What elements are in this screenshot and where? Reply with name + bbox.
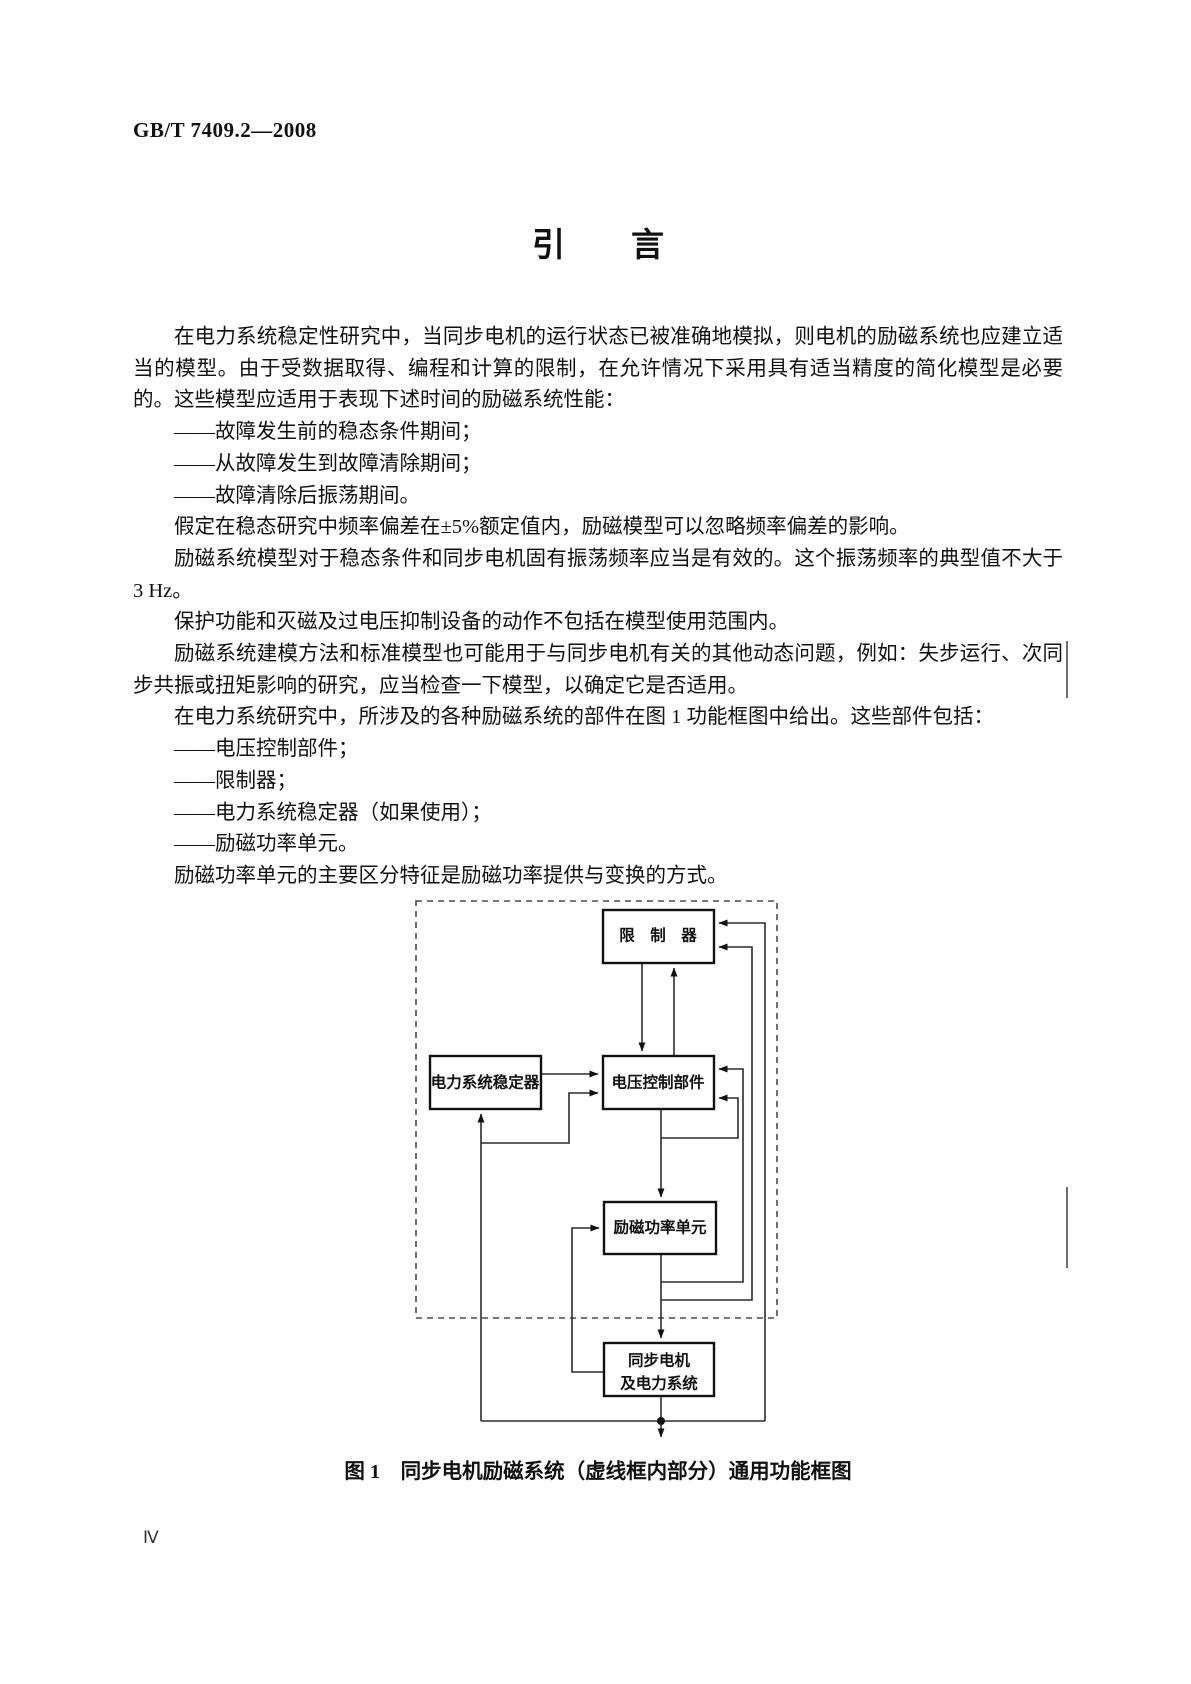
list-item: ——励磁功率单元。 <box>174 833 359 856</box>
connector-vcc-output-feedback <box>661 1094 739 1139</box>
standard-code: GB/T 7409.2—2008 <box>133 118 317 142</box>
list-item: ——故障清除后振荡期间。 <box>174 484 420 507</box>
list-item: ——故障发生前的稳态条件期间； <box>174 421 482 444</box>
connector-terminal-to-epu <box>571 1224 604 1373</box>
connector-field-feedback-to-vcc <box>661 1065 744 1283</box>
paragraph: 励磁系统建模方法和标准模型也可能用于与同步电机有关的其他动态问题，例如：失步运行… <box>133 643 1063 697</box>
paragraph: 保护功能和灭磁及过电压抑制设备的动作不包括在模型使用范围内。 <box>174 611 789 634</box>
sync-machine-label-line2: 及电力系统 <box>620 1374 698 1393</box>
paragraph: 励磁系统模型对于稳态条件和同步电机固有振荡频率应当是有效的。这个振荡频率的典型值… <box>133 547 1063 602</box>
section-title: 引 言 <box>532 228 664 264</box>
limiter-box <box>601 908 716 965</box>
connector-terminal-feedback-to-limiter <box>718 919 766 1421</box>
list-item: ——从故障发生到故障清除期间； <box>174 452 482 475</box>
junction-dot <box>657 1417 665 1425</box>
connector-feedback-to-vcc-left <box>481 1089 599 1144</box>
paragraph: 在电力系统稳定性研究中，当同步电机的运行状态已被准确地模拟，则电机的励磁系统也应… <box>133 326 1063 412</box>
list-item: ——电力系统稳定器（如果使用）； <box>174 801 492 824</box>
sync-machine-box <box>602 1341 716 1398</box>
connector-field-feedback-to-limiter <box>661 943 753 1301</box>
dashed-boundary-box <box>415 900 778 1319</box>
list-item: ——电压控制部件； <box>174 738 359 761</box>
voltage-control-box <box>601 1054 716 1111</box>
excitation-power-box <box>602 1200 718 1256</box>
paragraph: 励磁功率单元的主要区分特征是励磁功率提供与变换的方式。 <box>174 864 728 887</box>
pss-label: 电力系统稳定器 <box>431 1073 540 1092</box>
list-item: ——限制器； <box>174 769 297 792</box>
page-number: Ⅳ <box>143 1528 159 1547</box>
sync-machine-label-line1: 同步电机 <box>628 1351 691 1370</box>
figure-caption: 图 1 同步电机励磁系统（虚线框内部分）通用功能框图 <box>344 1461 852 1483</box>
paragraph: 假定在稳态研究中频率偏差在±5%额定值内，励磁模型可以忽略频率偏差的影响。 <box>174 516 910 539</box>
paragraph: 在电力系统研究中，所涉及的各种励磁系统的部件在图 1 功能框图中给出。这些部件包… <box>174 706 994 729</box>
pss-box <box>428 1054 543 1111</box>
body-text: 在电力系统稳定性研究中，当同步电机的运行状态已被准确地模拟，则电机的励磁系统也应… <box>133 322 1063 893</box>
margin-revision-mark <box>1066 641 1068 698</box>
voltage-control-label: 电压控制部件 <box>611 1073 705 1092</box>
margin-revision-mark <box>1066 1187 1068 1268</box>
limiter-label: 限 制 器 <box>619 927 697 945</box>
excitation-power-label: 励磁功率单元 <box>613 1218 707 1237</box>
